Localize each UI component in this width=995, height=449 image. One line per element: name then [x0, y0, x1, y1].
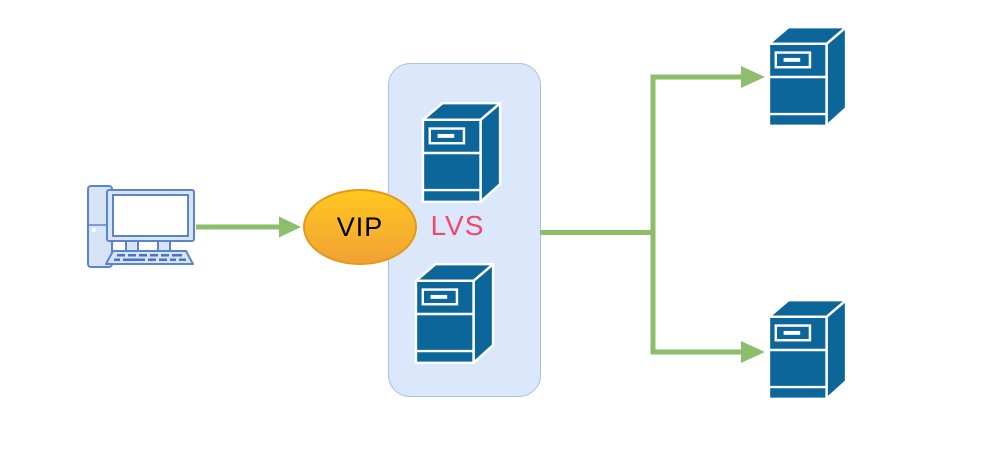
desktop-computer-icon [87, 185, 195, 268]
vip-node: VIP [303, 189, 417, 265]
real-server-top-icon [767, 24, 849, 128]
branch-to-top-server-arrowhead [741, 66, 765, 88]
lvs-director-server-1-icon [421, 100, 503, 204]
lvs-to-branch-connector [540, 74, 743, 355]
real-server-bottom-icon [767, 297, 849, 401]
lvs-label: LVS [430, 210, 485, 241]
branch-to-bottom-server-arrowhead [741, 341, 765, 363]
lvs-director-server-2-icon [414, 261, 496, 365]
client-to-vip-arrow [196, 216, 301, 238]
vip-label: VIP [336, 211, 384, 242]
